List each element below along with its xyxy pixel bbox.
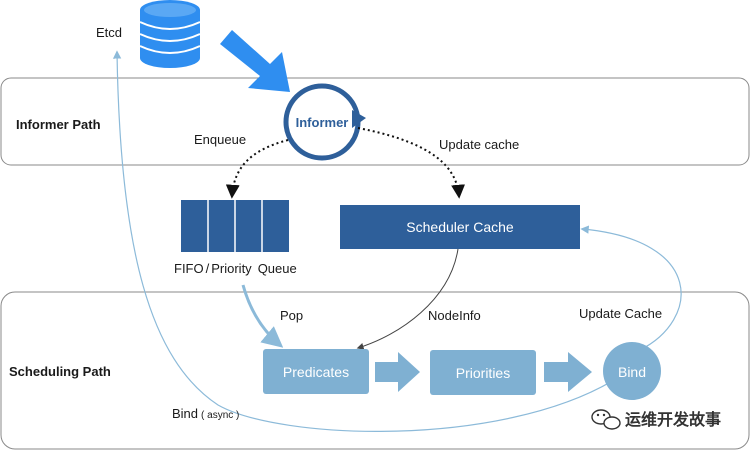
- pop-label: Pop: [280, 308, 303, 323]
- priorities-block: [430, 350, 536, 395]
- predicates-block: [263, 349, 369, 394]
- etcd-to-informer-arrow: [220, 30, 290, 92]
- enqueue-label: Enqueue: [194, 132, 246, 147]
- update-cache-lower-label: Update cache: [439, 137, 519, 152]
- predicates-label: Predicates: [283, 364, 349, 380]
- watermark-text: 运维开发故事: [625, 410, 721, 429]
- etcd-label: Etcd: [96, 25, 122, 40]
- priorities-to-bind-arrow: [544, 352, 592, 392]
- scheduling-path-label: Scheduling Path: [9, 364, 111, 379]
- etcd-database-icon: [139, 0, 201, 68]
- nodeinfo-label: NodeInfo: [428, 308, 481, 323]
- informer-label: Informer: [296, 115, 349, 130]
- wechat-logo-icon: [591, 409, 621, 430]
- informer-node: [283, 83, 366, 161]
- wechat-watermark: 运维开发故事: [591, 409, 721, 430]
- scheduling-path-panel: [0, 291, 750, 450]
- priority-queue-block: [181, 200, 289, 252]
- update-cache-label: Update Cache: [579, 306, 662, 321]
- bind-label: Bind: [618, 364, 646, 380]
- informer-path-label: Informer Path: [16, 117, 101, 132]
- predicates-to-priorities-arrow: [375, 352, 420, 392]
- informer-cycle-arrow-icon: [352, 110, 366, 128]
- scheduler-cache-block: [340, 205, 580, 249]
- pop-arrow: [241, 284, 284, 348]
- bind-async-label: Bind( async ): [172, 406, 239, 421]
- bind-async-curve: [112, 50, 615, 432]
- bind-node: [603, 342, 661, 400]
- priorities-label: Priorities: [456, 365, 510, 381]
- update-cache-curve: [580, 225, 682, 351]
- scheduler-cache-label: Scheduler Cache: [406, 219, 514, 235]
- enqueue-arrow: [225, 139, 289, 199]
- informer-path-panel: [0, 77, 750, 166]
- nodeinfo-arrow: [356, 248, 459, 350]
